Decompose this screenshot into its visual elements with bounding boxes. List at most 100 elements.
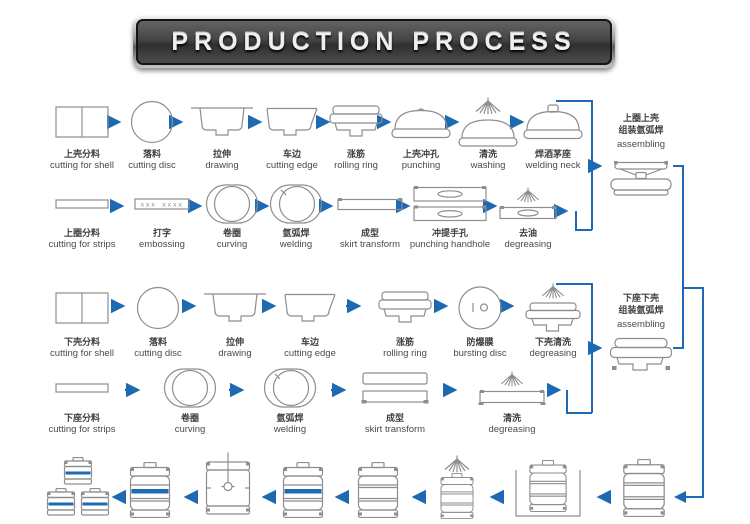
neck-dome-icon — [523, 104, 583, 140]
step-label-en: welding — [279, 239, 313, 250]
r4-step-curving: 卷圈 curving — [142, 364, 238, 436]
r2-step-welding: 氩弧焊 welding — [248, 181, 344, 251]
r1-step-rolling-ring: 涨筋 rolling ring — [308, 96, 404, 172]
r2-step-cutting-for-strips: 上圈分料 cutting for strips — [34, 181, 130, 251]
keg-blue-band-icon — [282, 462, 324, 518]
assembling-label-zh1: 上圈上壳 — [622, 113, 659, 123]
title-banner: PRODUCTION PROCESS — [133, 16, 615, 68]
step-label-zh: 涨筋 — [346, 149, 365, 159]
step-label-en: cutting for strips — [48, 424, 116, 435]
keg-washing-icon — [440, 455, 474, 519]
stacked-kegs-icon — [46, 457, 110, 516]
step-label-zh: 成型 — [385, 413, 404, 423]
step-label-en: skirt transform — [339, 239, 401, 250]
assembling-label-zh2: 组装氩弧焊 — [618, 305, 664, 315]
step-label-zh: 上壳冲孔 — [402, 149, 439, 159]
assembling-bottom-block: 下座下壳 组装氩弧焊 assembling — [597, 292, 685, 378]
title-banner-panel: PRODUCTION PROCESS — [136, 19, 612, 65]
sheet-icon — [55, 292, 109, 324]
welded-ring-icon — [269, 184, 323, 224]
double-band-icon — [361, 372, 429, 404]
assembling-label-en: assembling — [616, 139, 666, 150]
step-label-zh: 冲提手孔 — [431, 228, 468, 238]
disc-icon — [136, 286, 180, 330]
svg-text:xxx xxxx: xxx xxxx — [140, 201, 183, 209]
dome-shell-icon — [391, 108, 451, 139]
station-keg — [621, 459, 667, 517]
step-label-en: cutting edge — [284, 348, 336, 359]
r2-step-degreasing: 去油 degreasing — [480, 181, 576, 251]
r2-step-skirt-transform: 成型 skirt transform — [322, 181, 418, 251]
step-label-en: skirt transform — [364, 424, 426, 435]
ribbed-shell-icon — [378, 291, 432, 323]
step-label-zh: 下座分料 — [63, 413, 100, 423]
step-label-zh: 成型 — [360, 228, 379, 238]
step-label-en: embossing — [139, 239, 185, 250]
step-label-zh: 拉伸 — [212, 149, 231, 159]
spray-band-icon — [499, 187, 557, 220]
step-label-zh: 卷圈 — [180, 413, 199, 423]
step-label-en: cutting for shell — [50, 160, 114, 171]
cup-icon — [284, 293, 336, 322]
step-label-en: cutting disc — [134, 348, 182, 359]
band-icon — [337, 198, 403, 211]
step-label-en: degreasing — [488, 424, 536, 435]
step-label-zh: 车边 — [282, 149, 301, 159]
drawn-cup-icon — [204, 293, 266, 322]
step-label-zh: 清洗 — [478, 149, 497, 159]
r3-step-cutting-for-shell: 下壳分料 cutting for shell — [34, 280, 130, 360]
drawn-cup-icon — [191, 107, 253, 136]
step-label-zh: 氩弧焊 — [276, 413, 304, 423]
keg-icon — [623, 459, 665, 517]
step-label-en: welding neck — [525, 160, 581, 171]
assembling-label-zh2: 组装氩弧焊 — [618, 125, 664, 135]
assembling-label-en: assembling — [616, 319, 666, 330]
step-label-en: drawing — [205, 160, 239, 171]
step-label-en: punching — [401, 160, 441, 171]
r3-step-cutting-disc: 落料 cutting disc — [110, 280, 206, 360]
step-label-zh: 焊酒茅座 — [534, 149, 571, 159]
station-keg-washing — [433, 455, 481, 519]
spray-dome-icon — [458, 97, 518, 147]
station-keg — [356, 462, 400, 518]
r1-step-cutting-disc: 落料 cutting disc — [104, 96, 200, 172]
r4-step-cutting-for-strips: 下座分料 cutting for strips — [34, 364, 130, 436]
step-label-zh: 卷圈 — [222, 228, 241, 238]
step-label-zh: 清洗 — [502, 413, 521, 423]
spray-band-icon — [478, 371, 546, 405]
bottom-assembly-icon — [609, 337, 673, 371]
ribbed-shell-icon — [329, 105, 383, 137]
leak-test-tank-icon — [515, 460, 581, 517]
step-label-zh: 上壳分料 — [63, 149, 100, 159]
assembling-top-block: 上圈上壳 组装氩弧焊 assembling — [597, 112, 685, 202]
cup-icon — [266, 107, 318, 136]
step-label-zh: 车边 — [300, 337, 319, 347]
r4-step-degreasing: 清洗 degreasing — [464, 364, 560, 436]
r1-step-drawing: 拉伸 drawing — [174, 96, 270, 172]
r4-step-skirt-transform: 成型 skirt transform — [347, 364, 443, 436]
step-label-zh: 防爆膜 — [466, 337, 494, 347]
step-label-en: degreasing — [504, 239, 552, 250]
station-keg-blue — [281, 462, 325, 518]
curled-ring-icon — [205, 184, 259, 224]
step-label-en: bursting disc — [453, 348, 507, 359]
station-stacked-kegs — [44, 455, 112, 517]
step-label-en: degreasing — [529, 348, 577, 359]
step-label-en: cutting disc — [128, 160, 176, 171]
step-label-en: welding — [273, 424, 307, 435]
step-label-zh: 涨筋 — [395, 337, 414, 347]
page-title: PRODUCTION PROCESS — [171, 27, 577, 56]
r3-step-bursting-disc: 防爆膜 bursting disc — [432, 280, 528, 360]
assembling-label-zh1: 下座下壳 — [622, 293, 659, 303]
r1-step-cutting-edge: 车边 cutting edge — [244, 96, 340, 172]
spear-fitting-keg-icon — [205, 452, 251, 515]
step-label-en: rolling ring — [334, 160, 378, 171]
handhole-bands-icon — [413, 186, 487, 222]
step-label-en: cutting for strips — [48, 239, 116, 250]
station-spear-fitting — [204, 452, 252, 516]
station-keg-blue — [128, 462, 172, 518]
step-label-zh: 落料 — [142, 149, 161, 159]
step-label-en: cutting edge — [266, 160, 318, 171]
